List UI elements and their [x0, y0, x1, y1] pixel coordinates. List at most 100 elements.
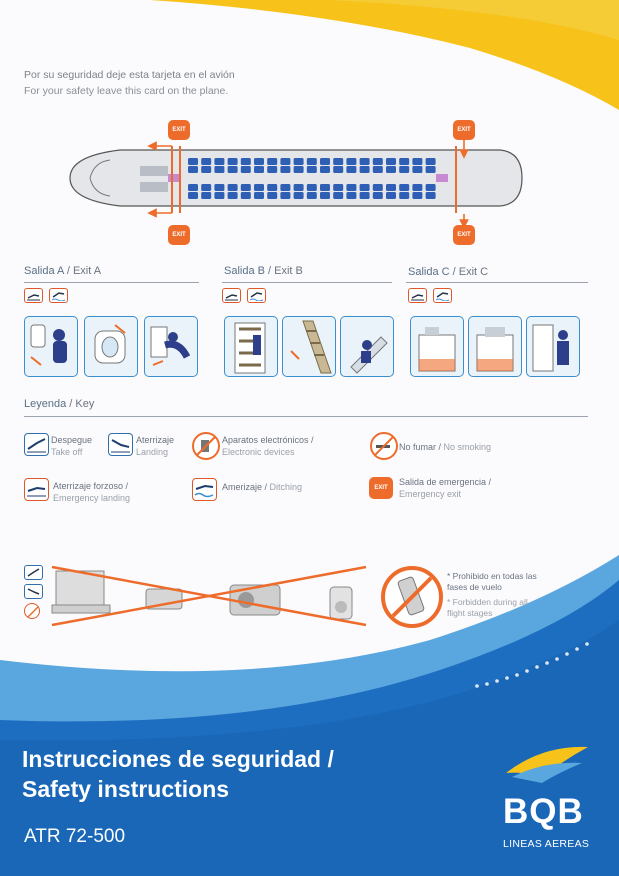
legend-emergency-exit-es: Salida de emergencia /	[399, 477, 492, 487]
seat	[188, 158, 198, 165]
prohibited-note-en: * Forbidden during all flight stages	[447, 597, 528, 618]
takeoff-icon	[24, 433, 49, 456]
seat	[333, 158, 344, 165]
seat	[227, 158, 238, 165]
seat	[254, 158, 264, 165]
takeoff-icon	[24, 565, 43, 580]
seat	[346, 166, 357, 173]
exit-a-es: Salida A	[24, 265, 64, 277]
intro-text: Por su seguridad deje esta tarjeta en el…	[24, 67, 235, 99]
seat	[412, 158, 423, 165]
seat	[399, 184, 410, 191]
exit-c-en: Exit C	[458, 266, 489, 278]
seat	[412, 192, 423, 199]
brand-name: BQB	[503, 792, 584, 831]
seat	[399, 158, 410, 165]
seat	[386, 158, 396, 165]
seat	[425, 158, 436, 165]
seat	[386, 192, 396, 199]
prohibited-note: * Prohibido en todas las fases de vuelo …	[447, 571, 547, 619]
legend-ditching-text: Amerizaje / Ditching	[222, 482, 303, 492]
seat	[359, 184, 370, 191]
seat	[333, 192, 344, 199]
seat	[280, 192, 291, 199]
exit-b-en: Exit B	[274, 265, 303, 277]
exit-c-step-1	[410, 316, 464, 377]
legend-ditching-en: Ditching	[269, 482, 303, 492]
seat	[320, 158, 330, 165]
legend-electronics-text: Aparatos electrónicos / Electronic device…	[222, 434, 314, 458]
exit-c-step-3	[526, 316, 580, 377]
exit-a-en: Exit A	[72, 265, 102, 277]
seat	[359, 166, 370, 173]
exit-c-title: Salida C / Exit C	[408, 266, 489, 278]
seat	[188, 166, 198, 173]
exit-badge-rear-top: EXIT	[453, 120, 475, 140]
seat	[320, 192, 330, 199]
legend-electronics-es: Aparatos electrónicos /	[222, 435, 314, 445]
seat	[240, 158, 251, 165]
seat	[372, 184, 383, 191]
ditching-icon	[49, 288, 68, 303]
exit-badge-rear-bottom: EXIT	[453, 225, 475, 245]
exit-b-step-1	[224, 316, 278, 377]
emergency-landing-icon	[408, 288, 427, 303]
exit-a-step-3	[144, 316, 198, 377]
seat	[425, 166, 436, 173]
exit-a-step-2	[84, 316, 138, 377]
prohibited-note-es: * Prohibido en todas las fases de vuelo	[447, 571, 537, 592]
title-line-2: Safety instructions	[22, 776, 230, 802]
seat	[320, 166, 330, 173]
exit-b-title: Salida B / Exit B	[224, 265, 303, 277]
seat	[386, 184, 396, 191]
seat	[412, 184, 423, 191]
exit-b-es: Salida B	[224, 265, 265, 277]
ditching-icon	[433, 288, 452, 303]
seat	[359, 158, 370, 165]
mp3-player-icon	[329, 586, 353, 620]
exit-b-modes	[222, 288, 272, 308]
bqb-logo-icon	[506, 746, 588, 783]
seat	[346, 158, 357, 165]
seat	[293, 158, 304, 165]
aircraft-model: ATR 72-500	[24, 826, 126, 847]
seat	[346, 192, 357, 199]
seat	[320, 184, 330, 191]
exit-a-modes	[24, 288, 74, 308]
seat	[201, 192, 212, 199]
seat	[306, 184, 317, 191]
seat	[240, 166, 251, 173]
legend-nosmoking-text: No fumar / No smoking	[399, 442, 492, 452]
seat	[201, 158, 212, 165]
exit-c-modes	[408, 288, 458, 308]
intro-en: For your safety leave this card on the p…	[24, 85, 229, 97]
seat	[201, 184, 212, 191]
exit-a-divider	[24, 282, 199, 283]
exit-b-step-2	[282, 316, 336, 377]
exit-c-divider	[406, 282, 588, 283]
seat	[306, 158, 317, 165]
legend-emergency-landing-text: Aterrizaje forzoso /Emergency landing	[53, 480, 130, 504]
legend-title-es: Leyenda	[24, 398, 67, 410]
electronic-devices-icon	[24, 603, 40, 619]
seat	[346, 184, 357, 191]
legend-nosmoking-en: No smoking	[443, 442, 492, 452]
seat	[372, 192, 383, 199]
legend-title: Leyenda / Key	[24, 398, 95, 410]
seat	[425, 184, 436, 191]
legend-takeoff-en: Take off	[51, 447, 83, 457]
exit-a-title: Salida A / Exit A	[24, 265, 102, 277]
title-line-1: Instrucciones de seguridad /	[22, 746, 334, 772]
legend-emergency-landing-es: Aterrizaje forzoso /	[53, 481, 129, 491]
seat	[280, 184, 291, 191]
prohibited-phases	[24, 565, 43, 627]
seat	[240, 184, 251, 191]
seat	[399, 166, 410, 173]
seat	[333, 184, 344, 191]
exit-c-step-2	[468, 316, 522, 377]
walkman-icon	[145, 588, 183, 610]
emergency-landing-icon	[222, 288, 241, 303]
seat	[267, 166, 278, 173]
landing-icon	[108, 433, 133, 456]
legend-electronics-en: Electronic devices	[222, 447, 295, 457]
